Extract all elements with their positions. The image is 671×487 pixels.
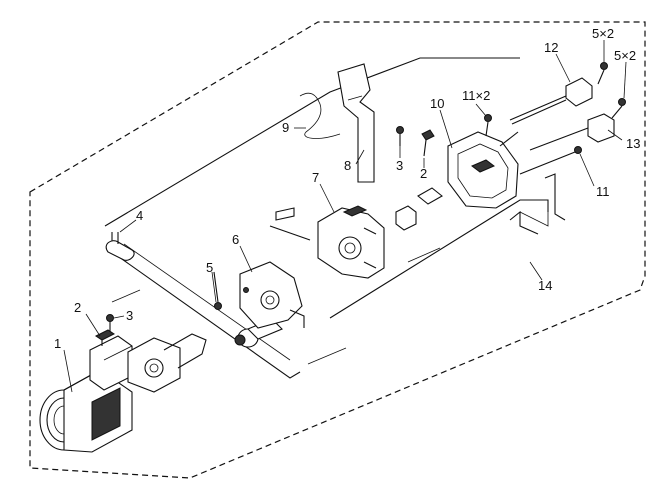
callout-5a: 5	[206, 260, 213, 275]
callout-labels: 1 2 3 4 5 6 7 8 9 3 2 10 11×2 12 5×2 5×2…	[54, 26, 640, 351]
adjustment-screw	[509, 77, 593, 125]
callout-7: 7	[312, 170, 319, 185]
callout-12: 12	[544, 40, 558, 55]
focus-plate	[127, 333, 207, 393]
bracket-upper	[421, 129, 435, 157]
callout-2a: 2	[74, 300, 81, 315]
wire-clip	[299, 92, 341, 139]
callout-10: 10	[430, 96, 444, 111]
callout-6: 6	[232, 232, 239, 247]
callout-13: 13	[626, 136, 640, 151]
screw-5x2-top	[597, 62, 608, 85]
callout-3b: 3	[396, 158, 403, 173]
screw-upper	[396, 126, 404, 146]
callout-5x2-b: 5×2	[614, 48, 636, 63]
callout-3a: 3	[126, 308, 133, 323]
gear-box	[317, 205, 385, 279]
callout-5x2-a: 5×2	[592, 26, 614, 41]
callout-11x2: 11×2	[462, 88, 490, 103]
callout-1: 1	[54, 336, 61, 351]
connector-block	[529, 113, 615, 151]
drive-plate	[239, 261, 305, 329]
callout-8: 8	[344, 158, 351, 173]
shield-plate	[337, 63, 375, 183]
callout-11: 11	[596, 184, 610, 199]
rear-housing	[447, 131, 519, 209]
small-bracket	[95, 329, 115, 346]
long-screw	[519, 146, 582, 175]
lens-barrel	[39, 335, 133, 453]
sensor-bracket	[105, 232, 135, 261]
assembly-boundary	[29, 21, 646, 479]
callout-4: 4	[136, 208, 143, 223]
screw-left	[106, 314, 114, 332]
shaft-assembly	[111, 187, 443, 365]
screw-item-5	[213, 271, 222, 310]
screw-5x2-right	[611, 98, 626, 119]
screw-11x2	[484, 114, 492, 137]
callout-14: 14	[538, 278, 552, 293]
leader-lines	[63, 40, 627, 393]
callout-2b: 2	[420, 166, 427, 181]
callout-9: 9	[282, 120, 289, 135]
